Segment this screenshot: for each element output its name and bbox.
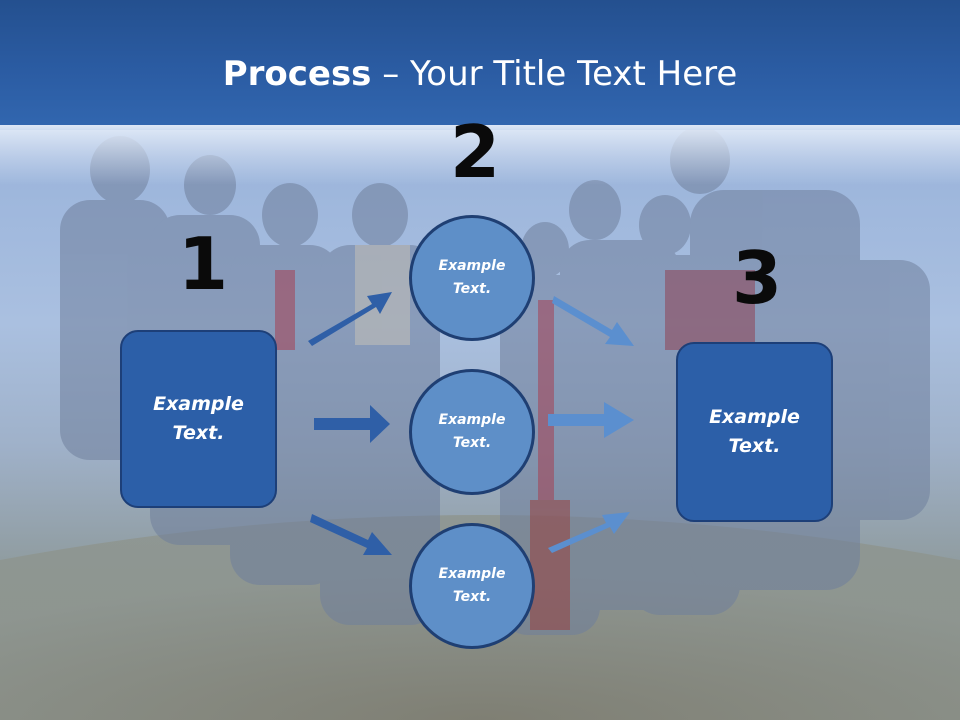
slide-title: Process – Your Title Text Here — [0, 52, 960, 96]
arrow-from-top-circle — [552, 296, 634, 346]
title-bold: Process — [222, 54, 372, 94]
arrow-from-bottom-circle — [548, 512, 630, 553]
circle-middle-line1: Example — [438, 412, 506, 428]
right-step-box[interactable]: Example Text. — [676, 342, 833, 522]
circle-bottom-line1: Example — [438, 566, 506, 582]
banner-fade — [0, 125, 960, 185]
circle-bottom-line2: Text. — [452, 589, 492, 605]
right-box-line2: Text. — [728, 435, 781, 457]
right-box-line1: Example — [709, 406, 800, 428]
left-box-line2: Text. — [172, 422, 225, 444]
title-rest: – Your Title Text Here — [371, 54, 738, 94]
step-number-3: 3 — [732, 236, 783, 320]
circle-top[interactable]: Example Text. — [409, 215, 535, 341]
arrow-to-bottom-circle — [310, 514, 392, 555]
circle-top-line1: Example — [438, 258, 506, 274]
circle-middle[interactable]: Example Text. — [409, 369, 535, 495]
arrow-from-middle-circle — [548, 402, 634, 438]
title-banner — [0, 0, 960, 130]
circle-bottom[interactable]: Example Text. — [409, 523, 535, 649]
step-number-1: 1 — [178, 222, 229, 306]
left-step-box[interactable]: Example Text. — [120, 330, 277, 508]
arrow-to-top-circle — [308, 292, 392, 346]
arrow-to-middle-circle — [314, 405, 390, 443]
circle-top-line2: Text. — [452, 281, 492, 297]
circle-middle-line2: Text. — [452, 435, 492, 451]
left-box-line1: Example — [153, 393, 244, 415]
step-number-2: 2 — [450, 110, 501, 194]
